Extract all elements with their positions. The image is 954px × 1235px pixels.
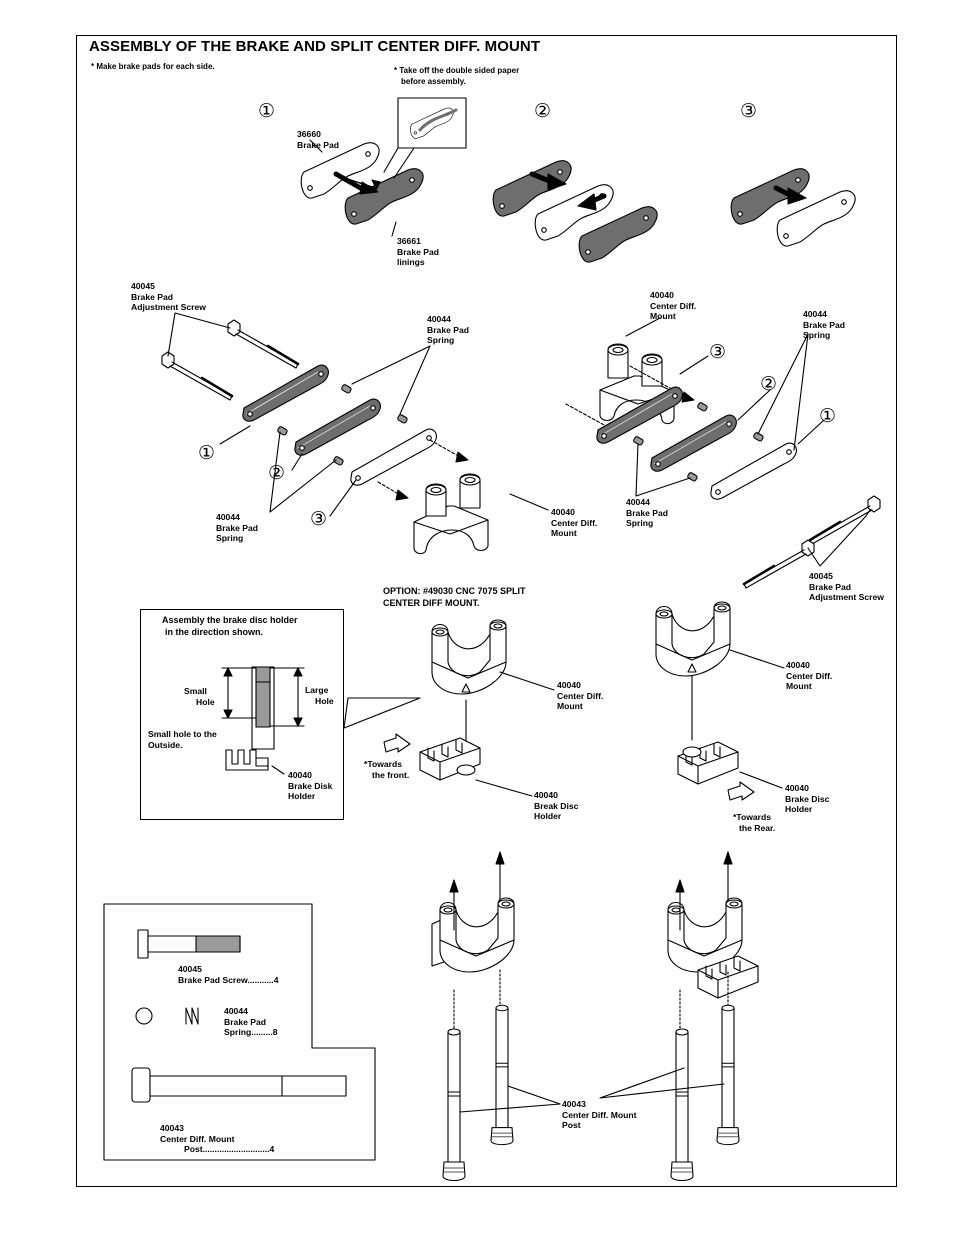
left-screw-1 bbox=[226, 318, 300, 370]
rear-arrow-icon bbox=[727, 781, 755, 801]
step-1-number: ① bbox=[258, 100, 276, 122]
front-arrow-icon bbox=[383, 733, 411, 753]
step-2-number: ② bbox=[534, 100, 552, 122]
parts-list-box bbox=[103, 903, 376, 1161]
left-pad-1 bbox=[242, 364, 329, 422]
right-step-2: ② bbox=[760, 373, 778, 395]
parts-spring-icon bbox=[185, 1007, 199, 1025]
rear-post-2 bbox=[716, 1004, 740, 1146]
left-step-1: ① bbox=[198, 442, 216, 464]
step-1-lining bbox=[344, 168, 424, 225]
left-center-mount bbox=[413, 473, 489, 555]
right-step-3: ③ bbox=[709, 341, 727, 363]
rear-post-1 bbox=[670, 1028, 694, 1182]
left-step-3: ③ bbox=[310, 508, 328, 530]
page-frame bbox=[76, 35, 897, 1187]
right-screw-1 bbox=[808, 494, 882, 546]
left-screw-2 bbox=[160, 350, 234, 402]
rear-mount-with-posts bbox=[667, 897, 759, 999]
parts-washer-icon bbox=[135, 1007, 153, 1025]
disc-holder-diagram bbox=[221, 666, 305, 775]
front-mount-with-posts bbox=[431, 897, 515, 973]
paper-detail-box bbox=[397, 97, 467, 149]
note-take-off: * Take off the double sided paper before… bbox=[394, 66, 520, 86]
parts-post-icon bbox=[131, 1067, 347, 1103]
disc-holder-inset bbox=[140, 609, 344, 820]
left-step-2: ② bbox=[268, 462, 286, 484]
front-split-mount bbox=[431, 619, 507, 695]
front-post-1 bbox=[442, 1028, 466, 1182]
right-pad-2 bbox=[650, 414, 737, 472]
right-screw-2 bbox=[742, 538, 816, 590]
parts-screw-icon bbox=[137, 929, 241, 959]
left-pad-3 bbox=[350, 428, 437, 486]
step-1-arrow-shaft bbox=[333, 171, 367, 193]
front-post-2 bbox=[490, 1004, 514, 1146]
left-pad-2 bbox=[294, 398, 381, 456]
note-make-pads: * Make brake pads for each side. bbox=[91, 62, 215, 71]
right-pad-1 bbox=[710, 442, 797, 500]
page-title: ASSEMBLY OF THE BRAKE AND SPLIT CENTER D… bbox=[89, 38, 541, 55]
step-2-pad-a bbox=[492, 160, 572, 217]
step-3-number: ③ bbox=[740, 100, 758, 122]
